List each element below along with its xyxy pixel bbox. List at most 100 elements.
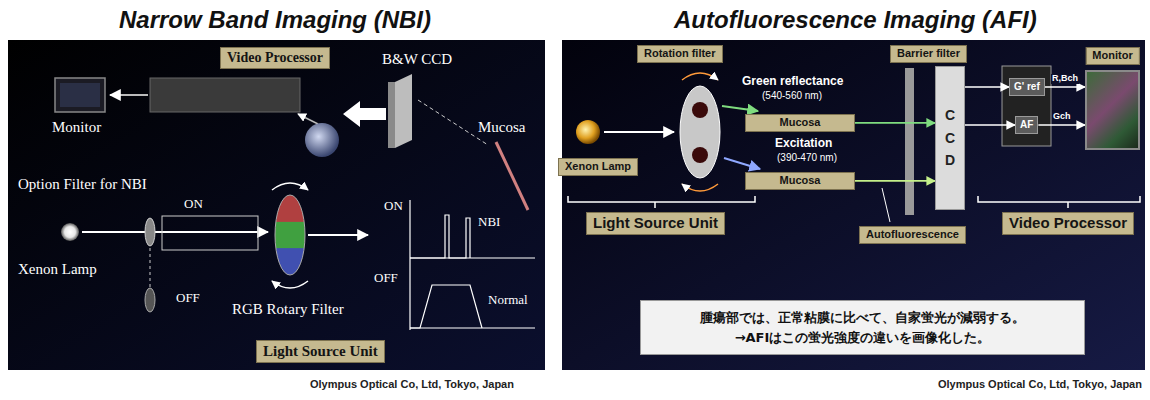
unit-label: Video Processor — [1002, 212, 1134, 235]
panel-title: Autofluorescence Imaging (AFI) — [674, 6, 1037, 35]
channel-label: R,Bch — [1051, 74, 1079, 84]
part-label: Option Filter for NBI — [18, 175, 147, 193]
connector-arrow — [965, 86, 1009, 88]
box-text: Xenon Lamp — [565, 160, 631, 172]
spectrum-graph — [410, 285, 482, 328]
part-label: Monitor — [52, 118, 101, 136]
light-beam — [604, 131, 674, 133]
xenon-lamp — [61, 223, 79, 241]
ccd-sensor — [388, 82, 395, 148]
wavelength-label: (390-470 nm) — [777, 152, 837, 164]
box-text: Video Processor — [1009, 214, 1127, 231]
graph-label: ON — [384, 198, 403, 214]
part-label: Xenon Lamp — [558, 158, 638, 176]
connector-arrow — [1045, 86, 1085, 88]
monitor-icon — [55, 78, 105, 112]
part-label: B&W CCD — [382, 50, 452, 68]
graph-label: OFF — [374, 270, 398, 286]
connector-arrow — [965, 124, 1015, 126]
panel-title: Narrow Band Imaging (NBI) — [119, 6, 431, 35]
note-box: 腫瘍部では、正常粘膜に比べて、自家蛍光が減弱する。 →AFIはこの蛍光強度の違い… — [640, 300, 1085, 355]
excitation-beam — [724, 158, 760, 169]
mucosa-box: Mucosa — [745, 114, 855, 132]
spectrum-graph — [410, 200, 535, 330]
green-beam — [722, 106, 758, 111]
ccd-text: CCD — [943, 104, 957, 171]
unit-label: Video Processor — [220, 47, 330, 69]
filter-frame — [162, 216, 258, 250]
part-label: Monitor — [1085, 47, 1139, 65]
light-beam — [82, 231, 268, 233]
processor-frame — [1002, 66, 1051, 146]
nbi-filter — [145, 218, 155, 246]
rotation-arrow — [272, 281, 308, 288]
box-text: AF — [1020, 119, 1033, 130]
ccd-box: CCD — [935, 66, 965, 210]
dark-panel — [562, 40, 1145, 370]
box-text: G' ref — [1014, 81, 1040, 92]
leader-line — [882, 188, 890, 222]
part-label: Autofluorescence — [859, 226, 966, 244]
box-text: Rotation filter — [644, 47, 716, 59]
box-text: Autofluorescence — [866, 228, 959, 240]
part-label: RGB Rotary Filter — [232, 300, 344, 318]
rotation-filter-disk — [692, 147, 708, 163]
box-text: Light Source Unit — [593, 214, 718, 231]
channel-box: G' ref — [1009, 78, 1045, 96]
dark-panel — [8, 40, 545, 370]
box-text: Light Source Unit — [263, 343, 378, 359]
spectrum-graph — [410, 215, 470, 258]
monitor-icon — [55, 78, 105, 112]
connector-arrow — [855, 180, 935, 182]
beam-label: Excitation — [775, 136, 832, 150]
filter-switch — [150, 248, 151, 288]
box-text: Barrier filter — [897, 47, 960, 59]
unit-label: Light Source Unit — [256, 340, 385, 363]
unit-label: Light Source Unit — [586, 212, 725, 235]
box-text: Mucosa — [780, 174, 821, 188]
monitor-icon — [60, 83, 100, 107]
spectrum-graph — [410, 327, 535, 328]
xenon-lamp — [576, 120, 600, 144]
monitor-screen: Monitor — [1085, 70, 1140, 150]
switch-label: ON — [184, 196, 203, 212]
beam-label: Green reflectance — [742, 74, 843, 88]
unit-bracket — [978, 196, 1140, 208]
rotation-filter-disk — [692, 102, 708, 118]
part-label: Barrier filter — [890, 45, 967, 63]
barrier-filter-bar — [905, 68, 914, 215]
mucosa-surface — [496, 142, 528, 210]
nbi-filter-off — [145, 288, 155, 312]
mucosa-box: Mucosa — [745, 172, 855, 190]
signal-arrow — [110, 94, 148, 96]
part-label: Xenon Lamp — [18, 260, 97, 278]
part-label: Mucosa — [478, 118, 526, 136]
image-processor-box — [150, 78, 300, 112]
lens — [305, 123, 339, 157]
rotation-filter-disk — [680, 86, 720, 178]
box-text: Video Processor — [227, 50, 323, 65]
light-ray — [418, 100, 488, 145]
ccd-sensor — [388, 74, 412, 148]
rotation-arrow — [682, 184, 718, 191]
rotation-filter-disk — [680, 86, 720, 178]
graph-label: NBI — [478, 214, 500, 230]
spectrum-graph — [409, 200, 410, 330]
channel-label: Gch — [1052, 112, 1072, 122]
note-text: 腫瘍部では、正常粘膜に比べて、自家蛍光が減弱する。 →AFIはこの蛍光強度の違い… — [696, 308, 1029, 347]
credit-caption: Olympus Optical Co, Ltd, Tokyo, Japan — [938, 378, 1142, 391]
box-text: Mucosa — [780, 116, 821, 130]
rotation-arrow — [682, 73, 718, 80]
ccd-sensor — [395, 74, 412, 148]
connector-arrow — [855, 122, 935, 124]
rotation-arrow — [272, 183, 308, 190]
light-beam — [308, 234, 368, 236]
rgb-rotary-filter — [275, 195, 305, 275]
wavelength-label: (540-560 nm) — [762, 90, 822, 102]
credit-caption: Olympus Optical Co, Ltd, Tokyo, Japan — [310, 378, 514, 391]
part-label: Rotation filter — [637, 45, 723, 63]
channel-box: AF — [1015, 116, 1038, 134]
signal-arrow — [298, 114, 318, 124]
unit-bracket — [568, 196, 755, 208]
